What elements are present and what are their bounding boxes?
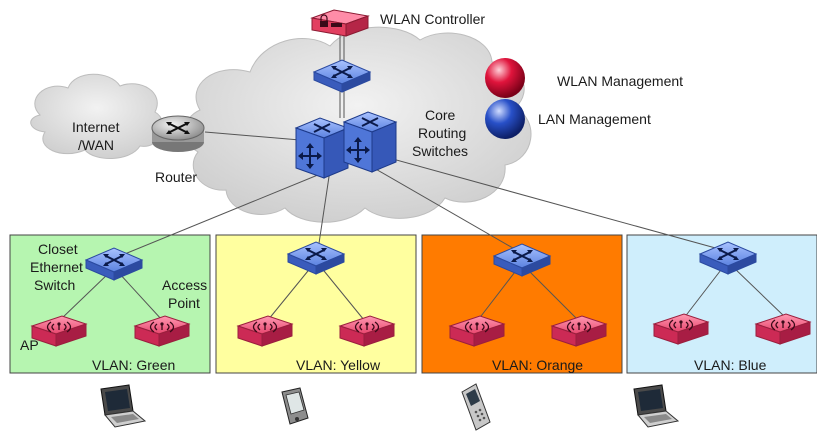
mobile-phone-icon xyxy=(461,383,491,431)
closet-label-line1: Closet xyxy=(38,241,78,257)
closet-label-line2: Ethernet xyxy=(30,259,83,275)
pda-icon xyxy=(281,387,309,425)
wan-label: /WAN xyxy=(78,137,114,153)
connection-lines xyxy=(59,34,787,321)
vlan-orange-label: VLAN: Orange xyxy=(492,357,583,373)
laptop-icon xyxy=(100,384,147,428)
core-label-line3: Switches xyxy=(412,143,468,159)
wlan-controller-label: WLAN Controller xyxy=(380,11,485,27)
vlan-green-label: VLAN: Green xyxy=(92,357,175,373)
vlan-blue-label: VLAN: Blue xyxy=(694,357,767,373)
core-switch-right xyxy=(343,111,397,173)
wlan-management-label: WLAN Management xyxy=(557,73,683,89)
access-point-label-line2: Point xyxy=(168,295,200,311)
wlan-management-icon xyxy=(485,58,525,98)
access-point-label-line1: Access xyxy=(162,277,207,293)
closet-label-line3: Switch xyxy=(34,277,75,293)
router-icon xyxy=(151,115,205,152)
vlan-yellow-label: VLAN: Yellow xyxy=(296,357,381,373)
core-switch-left xyxy=(295,117,349,179)
wlan-controller-device xyxy=(310,9,370,37)
core-label-line2: Routing xyxy=(418,125,466,141)
lan-management-label: LAN Management xyxy=(538,111,651,127)
ap-label: AP xyxy=(20,337,39,353)
router-label: Router xyxy=(155,169,197,185)
core-label-line1: Core xyxy=(425,107,456,123)
internet-label: Internet xyxy=(72,119,120,135)
laptop-icon xyxy=(633,384,680,428)
lan-management-icon xyxy=(485,99,525,139)
